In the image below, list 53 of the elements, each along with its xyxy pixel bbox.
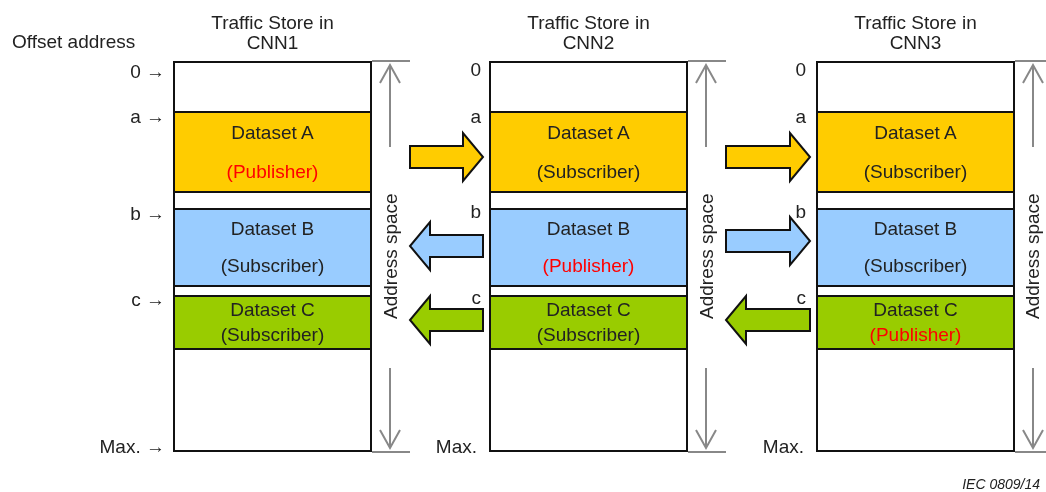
block-arrow — [725, 214, 812, 268]
store-title: Traffic Store in CNN2 — [526, 13, 651, 53]
dataset-name: Dataset A — [231, 121, 314, 144]
block-arrow — [408, 293, 484, 347]
store-title: Traffic Store in CNN1 — [210, 13, 335, 53]
axis-title: Offset address — [12, 31, 136, 53]
dataset-name: Dataset C — [230, 298, 315, 321]
dataset-block — [818, 295, 1013, 350]
offset-label: a — [470, 106, 481, 128]
offset-label: b — [795, 201, 806, 223]
dataset-block — [818, 111, 1013, 193]
dataset-block — [491, 111, 686, 193]
offset-label: c — [471, 287, 481, 309]
dataset-block — [175, 111, 370, 193]
offset-label: a → — [130, 106, 165, 128]
offset-label: Max. — [435, 436, 477, 458]
dataset-block — [491, 208, 686, 287]
dataset-role: (Publisher) — [869, 324, 962, 347]
offset-label: 0 → — [130, 61, 165, 83]
dataset-name: Dataset C — [546, 298, 631, 321]
dataset-name: Dataset B — [546, 217, 631, 240]
offset-label: Max. — [762, 436, 804, 458]
dataset-block — [491, 295, 686, 350]
offset-label: a — [795, 106, 806, 128]
block-arrow — [408, 219, 484, 273]
dataset-role: (Subscriber) — [536, 324, 641, 347]
offset-label: 0 — [795, 59, 806, 81]
block-arrow — [725, 130, 812, 184]
dataset-name: Dataset B — [873, 217, 958, 240]
dataset-name: Dataset C — [873, 298, 958, 321]
dataset-name: Dataset B — [230, 217, 315, 240]
dataset-role: (Subscriber) — [863, 255, 968, 278]
dataset-role: (Publisher) — [226, 160, 319, 183]
offset-label: Max. → — [99, 436, 165, 458]
store-title: Traffic Store in CNN3 — [853, 13, 978, 53]
offset-label: 0 — [470, 59, 481, 81]
dataset-name: Dataset A — [874, 121, 957, 144]
offset-label: b — [470, 201, 481, 223]
dataset-role: (Subscriber) — [220, 255, 325, 278]
dataset-role: (Subscriber) — [220, 324, 325, 347]
offset-label: c — [796, 287, 806, 309]
dataset-block — [818, 208, 1013, 287]
dataset-role: (Publisher) — [542, 255, 635, 278]
dataset-block — [175, 208, 370, 287]
dataset-role: (Subscriber) — [863, 160, 968, 183]
dataset-name: Dataset A — [547, 121, 630, 144]
offset-label: c → — [131, 289, 165, 311]
figure-number: IEC 0809/14 — [962, 475, 1040, 492]
dataset-block — [175, 295, 370, 350]
block-arrow — [724, 293, 811, 347]
offset-label: b → — [130, 203, 165, 225]
block-arrow — [409, 130, 485, 184]
dataset-role: (Subscriber) — [536, 160, 641, 183]
